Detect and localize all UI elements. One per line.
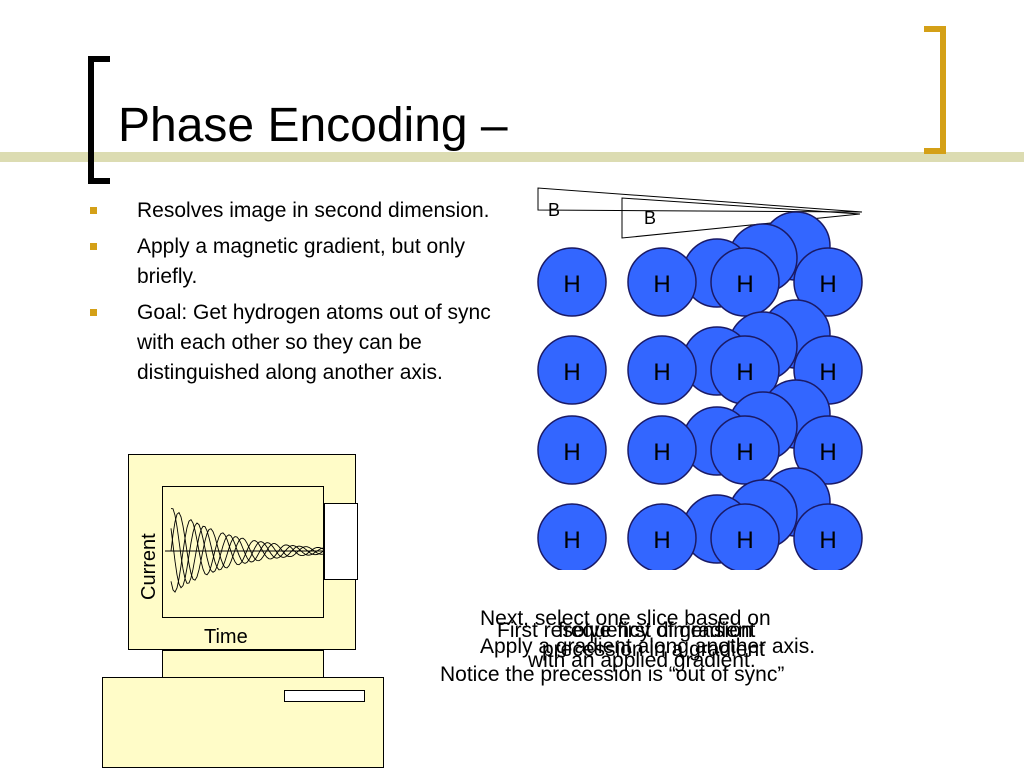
hydrogen-atom [710,503,780,570]
bullet-marker [90,243,97,250]
caption-line: Next, select one slice based on [480,607,771,630]
hydrogen-atom [627,415,697,485]
hydrogen-atom [537,247,607,317]
atom-label: H [819,271,836,298]
atom-label: H [563,527,580,554]
atom-label: H [563,359,580,386]
gradient-label: B [548,200,560,220]
caption-line: First resolve first dimension [497,619,753,642]
signal-wave [170,511,324,581]
bullet-item: Resolves image in second dimension. [90,196,520,226]
atom-label: H [563,439,580,466]
plot-x-label: Time [204,626,248,648]
atom-label: H [736,439,753,466]
hydrogen-atom [793,415,863,485]
atom-label: H [819,527,836,554]
atom-label: H [653,359,670,386]
hydrogen-atom [537,503,607,570]
signal-waves [170,508,324,593]
disk-drive [324,503,358,580]
bullet-text: Apply a magnetic gradient, but only brie… [137,235,466,288]
gradient-label: B [644,208,656,228]
right-bracket [924,26,946,154]
hydrogen-atom [627,503,697,570]
hydrogen-atom [537,415,607,485]
signal-wave [170,508,324,584]
bullet-text: Resolves image in second dimension. [137,199,490,222]
atom-label: H [819,439,836,466]
bullet-list: Resolves image in second dimension. Appl… [90,196,520,394]
bullet-item: Apply a magnetic gradient, but only brie… [90,232,520,292]
signal-wave [170,522,324,589]
bullet-item: Goal: Get hydrogen atoms out of sync wit… [90,298,520,388]
drive-slot [284,690,365,702]
hydrogen-atom [793,503,863,570]
atom-label: H [819,359,836,386]
gradient-wedge [537,187,863,213]
hydrogen-atom [627,247,697,317]
hydrogen-atom [710,247,780,317]
monitor-stand [162,650,324,678]
caption-line: precession in a gradient [542,638,765,661]
slide-title: Phase Encoding – [118,99,508,152]
title-rule [0,152,1024,162]
gradient-wedge [621,197,861,239]
hydrogen-atom [710,415,780,485]
plot-y-label: Current [138,533,160,600]
atom-label: H [653,271,670,298]
bullet-text: Goal: Get hydrogen atoms out of sync wit… [137,301,491,384]
hydrogen-atom [537,335,607,405]
left-bracket [88,56,110,184]
atom-label: H [653,527,670,554]
screen [162,486,324,618]
atom-label: H [736,359,753,386]
atom-label: H [736,527,753,554]
bullet-marker [90,207,97,214]
caption-line: Notice the precession is “out of sync” [440,663,785,686]
caption-line: frequency of gradient [558,619,756,642]
hydrogen-atom [793,247,863,317]
hydrogen-atom-diagram: B B H H H H H H H H H H H H H H H H [537,187,863,570]
atom-label: H [653,439,670,466]
atom-label: H [736,271,753,298]
signal-plot [165,508,324,593]
hydrogen-atom [627,335,697,405]
atom-grid: H H H H H H H H H H H H H H H H [537,211,863,570]
atom-label: H [563,271,580,298]
bullet-marker [90,309,97,316]
signal-wave [170,519,324,593]
caption-line: Apply a gradient along another axis. [480,635,816,658]
caption-line: with an applied gradient. [528,649,756,672]
